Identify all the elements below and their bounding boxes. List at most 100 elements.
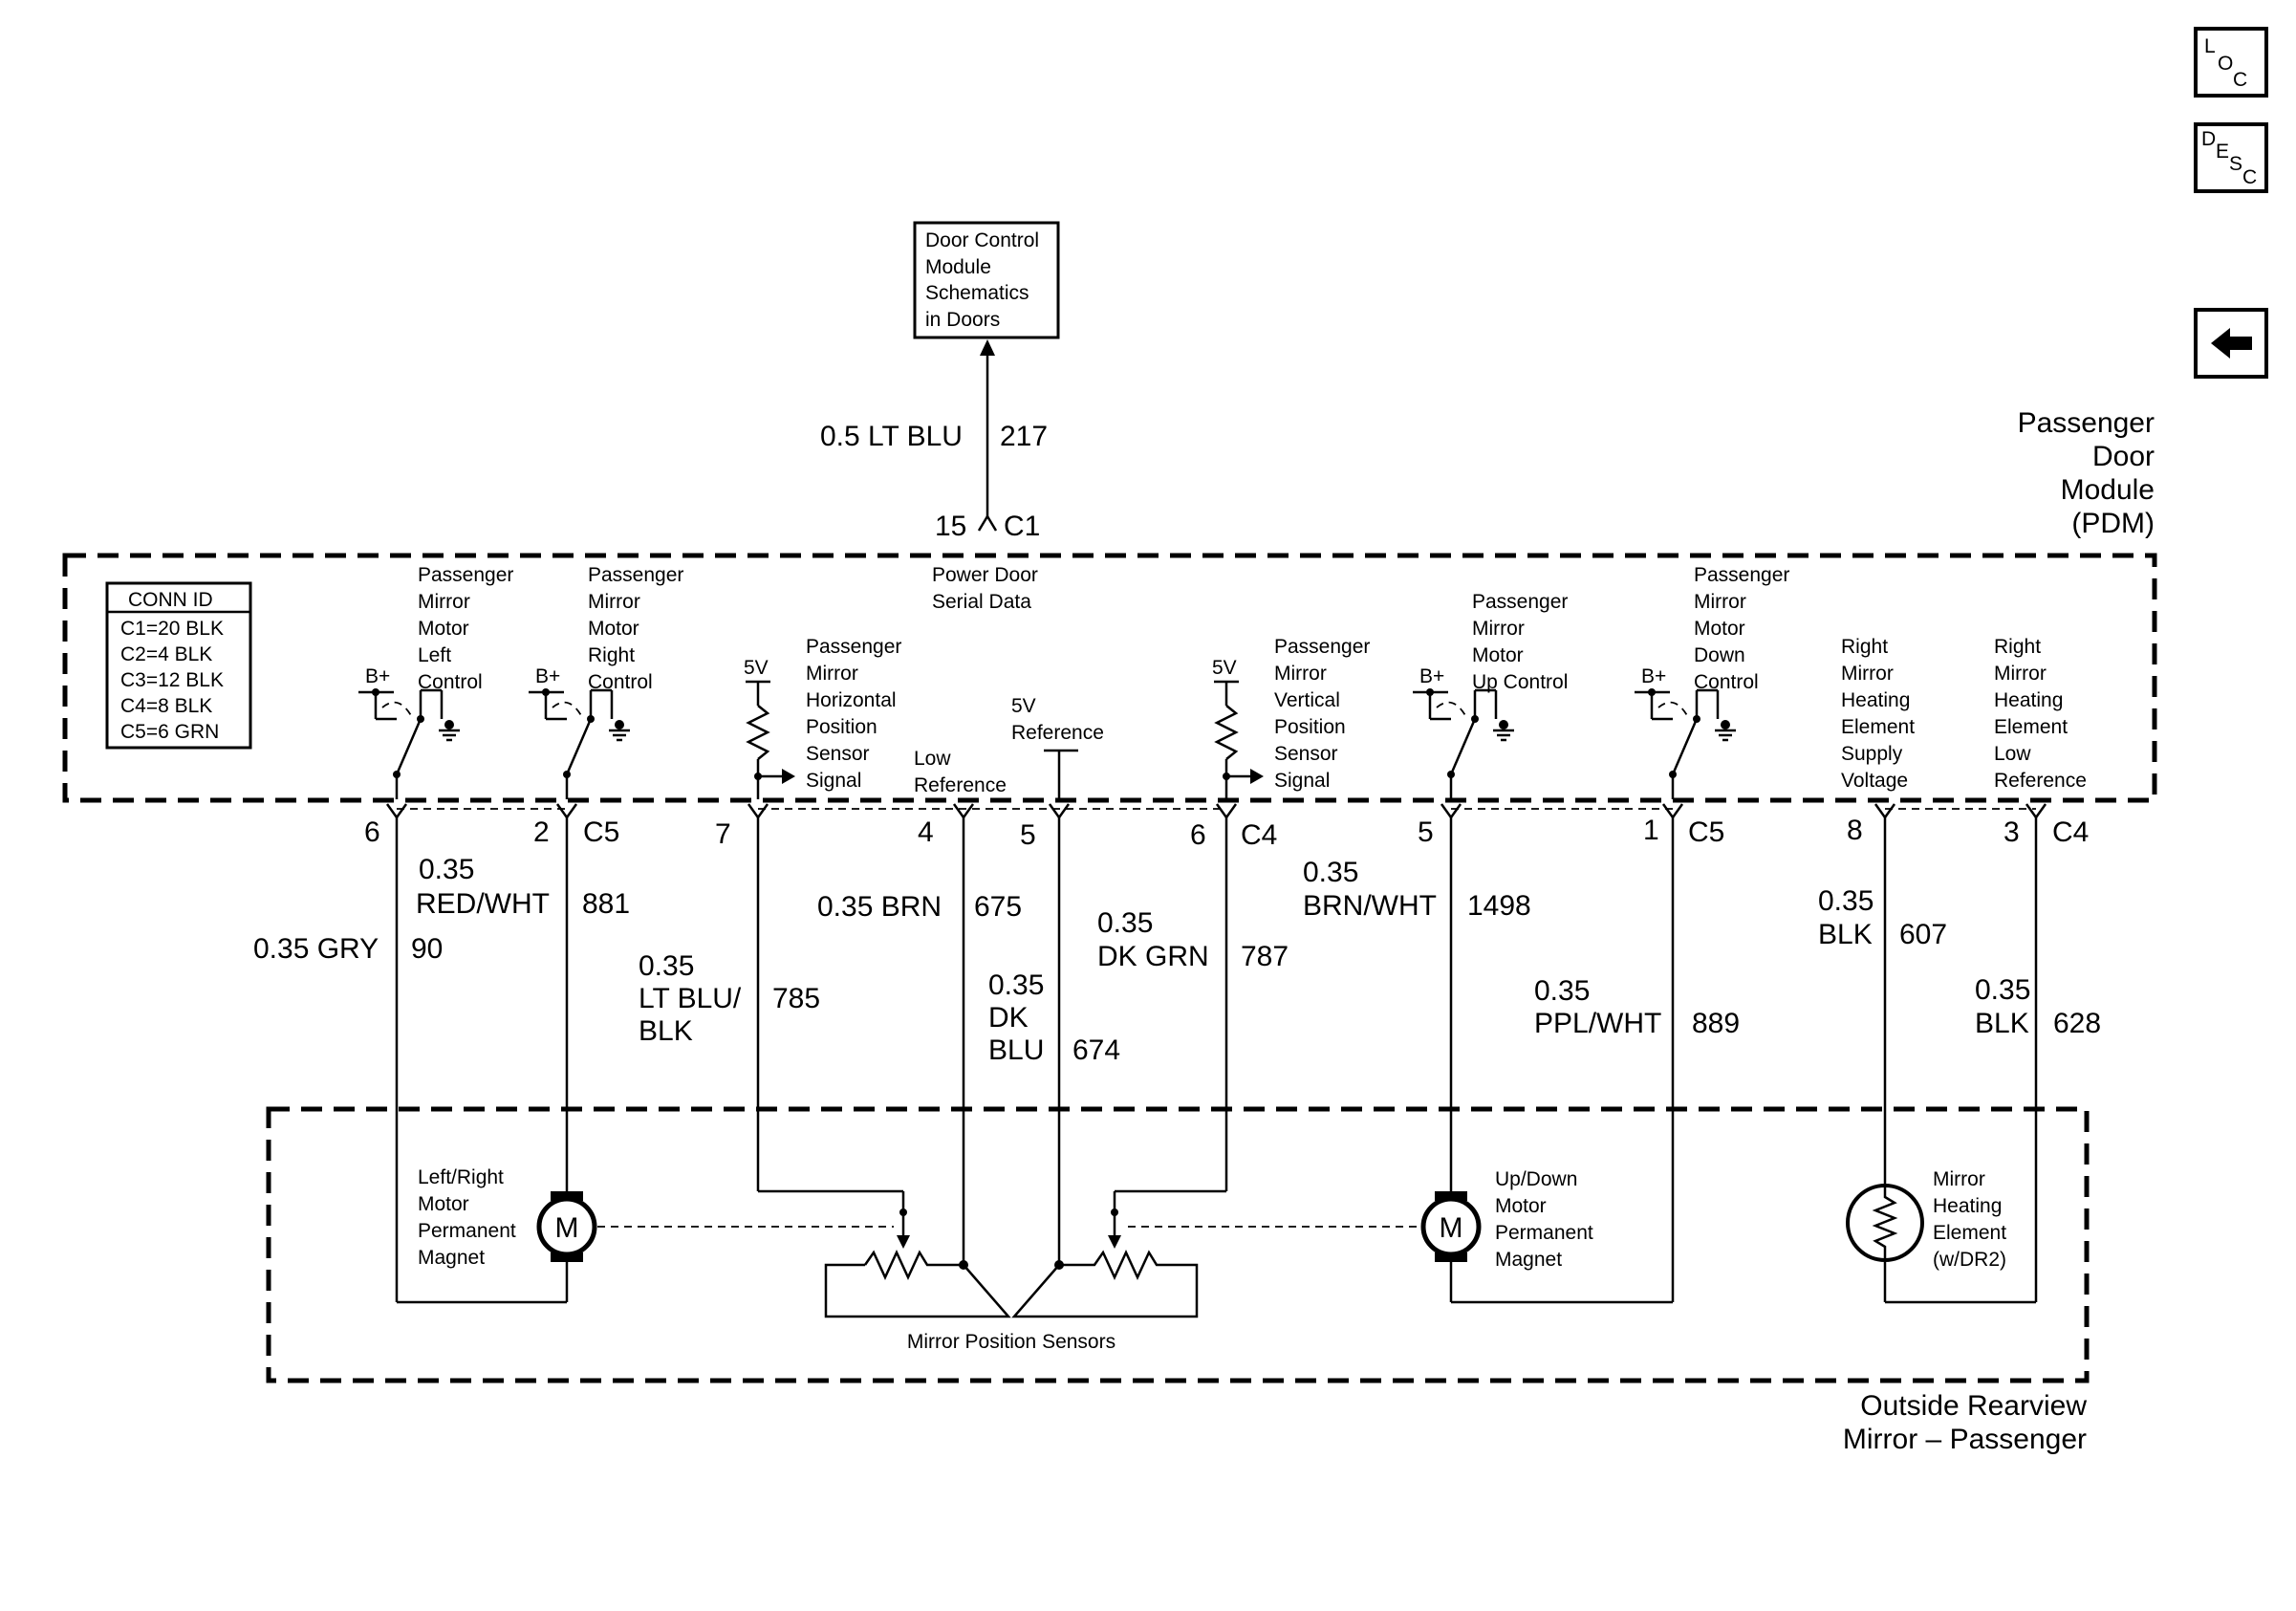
label-heating-element: Mirror Heating Element (w/DR2) (1933, 1168, 2006, 1271)
mirror-label: Outside Rearview Mirror – Passenger (1843, 1390, 2087, 1455)
svg-text:Motor: Motor (1694, 618, 1745, 640)
svg-text:Motor: Motor (418, 1193, 469, 1215)
label-right-control: Passenger Mirror Motor Right Control (588, 564, 683, 693)
svg-text:Right: Right (588, 644, 635, 666)
heating-element (1846, 1184, 1924, 1262)
svg-text:Passenger: Passenger (1694, 564, 1789, 586)
loc-o: O (2218, 53, 2233, 75)
desc-c: C (2242, 166, 2257, 188)
svg-text:C4=8 BLK: C4=8 BLK (120, 695, 212, 717)
svg-text:Passenger: Passenger (2018, 407, 2155, 439)
svg-text:Right: Right (1994, 636, 2041, 658)
horizontal-sensor-circuit: 5V (744, 657, 795, 799)
svg-text:Magnet: Magnet (418, 1247, 485, 1269)
wire-dkblu-circuit: 674 (1072, 1034, 1120, 1066)
svg-text:Motor: Motor (588, 618, 639, 640)
lr-motor-symbol: M (555, 1212, 579, 1244)
pin-8: 8 (1847, 815, 1863, 846)
pin-3: 3 (2004, 816, 2020, 848)
svg-text:Heating: Heating (1841, 689, 1910, 711)
svg-text:Reference: Reference (1994, 770, 2087, 792)
svg-text:Passenger: Passenger (806, 636, 901, 658)
svg-text:Element: Element (1994, 716, 2068, 738)
svg-text:Element: Element (1841, 716, 1915, 738)
svg-text:5V: 5V (744, 657, 769, 679)
svg-text:Passenger: Passenger (588, 564, 683, 586)
dcm-line2: Module (925, 256, 991, 278)
pin-6: 6 (364, 816, 380, 848)
loc-button[interactable]: L O C (2194, 27, 2268, 98)
svg-text:Mirror: Mirror (806, 663, 858, 685)
back-button[interactable] (2194, 308, 2268, 379)
wire-ltblu-color2: BLK (639, 1015, 693, 1047)
desc-button[interactable]: D E S C (2194, 122, 2268, 193)
desc-d: D (2201, 128, 2216, 150)
wire-blk628-color: BLK (1975, 1008, 2029, 1039)
svg-text:Horizontal: Horizontal (806, 689, 897, 711)
top-wire-gauge: 0.5 LT BLU (820, 421, 963, 452)
svg-text:5V: 5V (1212, 657, 1237, 679)
top-wire-pin: 15 (935, 511, 966, 542)
dcm-line4: in Doors (925, 309, 1000, 331)
svg-text:Module: Module (2061, 474, 2155, 506)
svg-text:Serial Data: Serial Data (932, 591, 1031, 613)
label-serial-data: Power Door Serial Data (932, 564, 1038, 613)
svg-text:(w/DR2): (w/DR2) (1933, 1249, 2006, 1271)
wire-blk628-circuit: 628 (2053, 1008, 2101, 1039)
svg-text:B+: B+ (1641, 665, 1666, 687)
svg-text:Mirror: Mirror (1994, 663, 2047, 685)
dcm-line3: Schematics (925, 282, 1029, 304)
svg-text:Motor: Motor (418, 618, 469, 640)
wire-brnwht-color: BRN/WHT (1303, 890, 1437, 922)
svg-text:Sensor: Sensor (806, 743, 870, 765)
wire-ltblu-size: 0.35 (639, 950, 694, 982)
conn-id-table: CONN ID C1=20 BLK C2=4 BLK C3=12 BLK C4=… (105, 581, 252, 750)
wire-gry-gauge: 0.35 GRY (253, 933, 379, 965)
svg-text:Motor: Motor (1472, 644, 1524, 666)
svg-text:Passenger: Passenger (1274, 636, 1370, 658)
svg-text:C1=20 BLK: C1=20 BLK (120, 618, 224, 640)
back-arrow-icon (2211, 328, 2252, 359)
svg-text:(PDM): (PDM) (2071, 508, 2155, 539)
wire-brnwht-circuit: 1498 (1467, 890, 1531, 922)
svg-text:Position: Position (1274, 716, 1346, 738)
wire-dkblu-color2: BLU (988, 1034, 1044, 1066)
svg-text:Mirror – Passenger: Mirror – Passenger (1843, 1424, 2087, 1455)
svg-text:Mirror: Mirror (1933, 1168, 1985, 1190)
svg-text:Down: Down (1694, 644, 1745, 666)
svg-text:B+: B+ (1419, 665, 1444, 687)
wire-gry-circuit: 90 (411, 933, 443, 965)
serial-data-wire (977, 339, 998, 532)
up-down-motor: M (1420, 1191, 1482, 1262)
harness-wires (395, 817, 2038, 1304)
svg-text:Low: Low (1994, 743, 2031, 765)
label-lr-motor: Left/Right Motor Permanent Magnet (418, 1166, 516, 1269)
svg-text:Control: Control (418, 671, 483, 693)
svg-text:Door: Door (2092, 441, 2155, 472)
svg-text:Mirror: Mirror (1274, 663, 1327, 685)
svg-text:B+: B+ (365, 665, 390, 687)
wire-dkgrn-circuit: 787 (1241, 941, 1289, 972)
svg-text:Mirror: Mirror (588, 591, 640, 613)
svg-text:Voltage: Voltage (1841, 770, 1908, 792)
conn-c5-a: C5 (583, 816, 619, 848)
loc-l: L (2204, 35, 2216, 57)
switch-up-control: B+ (1413, 665, 1514, 799)
label-left-control: Passenger Mirror Motor Left Control (418, 564, 513, 693)
desc-s: S (2229, 153, 2242, 175)
svg-text:Heating: Heating (1933, 1195, 2002, 1217)
svg-text:Right: Right (1841, 636, 1888, 658)
svg-text:B+: B+ (535, 665, 560, 687)
conn-c4-a: C4 (1241, 819, 1277, 851)
svg-text:Left/Right: Left/Right (418, 1166, 504, 1188)
wire-redwht-circuit: 881 (582, 888, 630, 920)
vertical-sensor-circuit: 5V (1212, 657, 1264, 799)
svg-text:Mirror: Mirror (1694, 591, 1746, 613)
svg-text:CONN ID: CONN ID (128, 589, 213, 611)
label-vertical-sensor: Passenger Mirror Vertical Position Senso… (1274, 636, 1370, 792)
wire-blk607-color: BLK (1818, 919, 1873, 950)
svg-text:Permanent: Permanent (1495, 1222, 1593, 1244)
wire-ltblu-color1: LT BLU/ (639, 983, 742, 1014)
svg-text:5V: 5V (1011, 695, 1036, 717)
